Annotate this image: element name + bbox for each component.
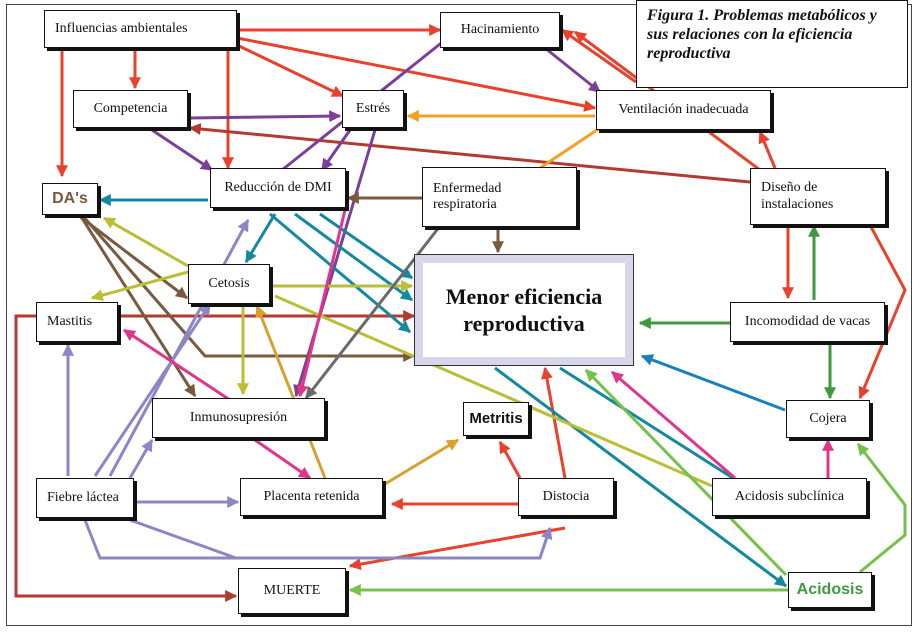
arrow-ventilacion-enfermedad — [539, 126, 601, 170]
arrow-fiebre-cetosis — [93, 303, 212, 477]
arrow-reduccion-inmunosupresion — [296, 209, 347, 398]
node-cetosis: Cetosis — [188, 264, 270, 304]
node-competencia: Competencia — [73, 90, 188, 128]
node-metritis: Metritis — [463, 402, 529, 436]
arrow-diseno-ventilacion — [758, 130, 777, 169]
node-mastitis: Mastitis — [36, 302, 118, 342]
arrow-hacinamiento-ventilacion — [544, 46, 601, 94]
arrow-menor-acidosis — [494, 366, 787, 588]
node-cojera: Cojera — [786, 400, 870, 438]
arrow-placenta-metritis — [384, 438, 460, 486]
arrow-estres-inmunosupresion — [293, 129, 377, 398]
arrow-fiebre-distocia — [83, 519, 553, 560]
node-influencias-ambientales: Influencias ambientales — [44, 10, 237, 48]
figure-caption: Figura 1. Problemas metabólicos y sus re… — [636, 0, 908, 88]
arrow-fiebre-muerte — [129, 518, 237, 560]
node-fiebre-lactea: Fiebre láctea — [36, 478, 134, 518]
arrow-influencias-ventilacion — [236, 36, 597, 112]
node-menor-eficiencia-reproductiva: Menor eficiencia reproductiva — [414, 254, 634, 366]
arrow-distocia-menor — [541, 366, 567, 479]
arrow-diseno-competencia — [188, 123, 751, 184]
arrow-reduccion-cetosis — [244, 213, 277, 264]
arrow-das-cetosis — [77, 213, 188, 300]
arrow-fiebre-inmunosupresion — [128, 438, 154, 479]
node-acidosis: Acidosis — [788, 572, 872, 608]
node-placenta-retenida: Placenta retenida — [240, 478, 383, 516]
arrow-mastitis-muerte — [14, 314, 238, 602]
arrow-inmunosupresion-mastitis — [122, 328, 231, 402]
arrow-acidosis-menor — [584, 368, 788, 577]
node-ventilacion-inadecuada: Ventilación inadecuada — [596, 90, 771, 130]
node-das: DA's — [42, 183, 98, 215]
arrow-diseno-cojera — [858, 224, 907, 400]
node-enfermedad-respiratoria: Enfermedad respiratoria — [422, 167, 577, 227]
arrow-inmunosupresion-placenta — [254, 438, 311, 480]
arrow-reduccion-menor-3 — [319, 212, 413, 280]
node-distocia: Distocia — [518, 478, 614, 516]
diagram-frame — [6, 4, 912, 626]
node-hacinamiento: Hacinamiento — [440, 12, 560, 48]
arrow-cetosis-das — [102, 216, 189, 268]
node-estres: Estrés — [342, 90, 404, 128]
arrow-fiebre-reduccion — [108, 218, 250, 477]
node-menor-eficiencia-label: Menor eficiencia reproductiva — [423, 263, 625, 357]
arrow-acidosis-sub-menor — [611, 370, 736, 480]
arrow-cetosis-mastitis — [90, 270, 189, 301]
arrow-acidosis-sub-cetosis — [274, 294, 713, 488]
arrow-competencia-estres — [189, 110, 342, 123]
node-incomodidad-vacas: Incomodidad de vacas — [730, 302, 885, 342]
arrow-menor-acidosis-sub — [559, 366, 737, 482]
arrow-placenta-cetosis — [255, 304, 327, 479]
node-inmunosupresion: Inmunosupresión — [152, 398, 325, 438]
arrow-distocia-muerte — [348, 526, 566, 571]
node-reduccion-dmi: Reducción de DMI — [210, 168, 346, 208]
node-muerte: MUERTE — [238, 568, 346, 614]
arrow-reduccion-menor-1 — [269, 212, 411, 334]
arrow-competencia-reduccion — [151, 128, 213, 172]
arrow-acidosis-cojera — [856, 443, 907, 574]
node-acidosis-subclinica: Acidosis subclínica — [712, 478, 867, 516]
node-diseno-instalaciones: Diseño de instalaciones — [750, 168, 886, 225]
arrow-ventilacion-hacinamiento — [561, 28, 637, 84]
arrow-influencias-estres — [236, 43, 345, 98]
arrow-das-menor — [80, 214, 416, 362]
arrow-distocia-metritis — [498, 440, 522, 479]
arrow-cojera-menor — [640, 354, 786, 412]
arrow-estres-reduccion — [320, 129, 352, 171]
